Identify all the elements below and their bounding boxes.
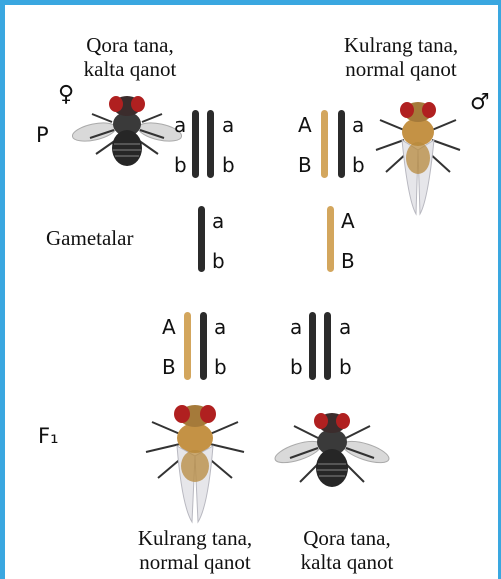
offspring-grey-caption-line2: normal qanot [110,550,280,574]
offspring-black-caption-line1: Qora tana, [282,526,412,550]
chromosome-recessive [207,110,214,178]
allele-label: B [162,356,176,378]
gamete-chromosome-recessive [198,206,205,272]
allele-label: b [352,154,365,176]
allele-label: a [212,210,224,232]
allele-label: B [341,250,355,272]
allele-label: a [214,316,226,338]
male-parent-caption-line2: normal qanot [316,57,486,81]
chromosome-recessive [309,312,316,380]
allele-label: A [341,210,355,232]
allele-label: b [212,250,225,272]
offspring-black-caption: Qora tana, kalta qanot [282,526,412,574]
male-parent-caption: Kulrang tana, normal qanot [316,33,486,81]
chromosome-recessive [200,312,207,380]
allele-label: a [290,316,302,338]
offspring-grey-caption-line1: Kulrang tana, [110,526,280,550]
female-black-fly-icon [72,86,182,172]
offspring-black-fly-icon [272,402,392,502]
offspring-grey-fly-icon [130,398,260,526]
allele-label: B [298,154,312,176]
allele-label: a [352,114,364,136]
female-parent-caption-line1: Qora tana, [40,33,220,57]
gamete-chromosome-dominant [327,206,334,272]
allele-label: A [298,114,312,136]
allele-label: b [222,154,235,176]
offspring-black-caption-line2: kalta qanot [282,550,412,574]
offspring-grey-caption: Kulrang tana, normal qanot [110,526,280,574]
chromosome-recessive [324,312,331,380]
chromosome-recessive [192,110,199,178]
chromosome-dominant [184,312,191,380]
gametes-label: Gametalar [46,226,133,251]
chromosome-dominant [321,110,328,178]
allele-label: A [162,316,176,338]
allele-label: b [290,356,303,378]
f1-label: F₁ [38,424,59,448]
allele-label: a [222,114,234,136]
male-grey-fly-icon [362,90,474,220]
allele-label: b [214,356,227,378]
female-parent-caption: Qora tana, kalta qanot [40,33,220,81]
parent-label: P [36,123,49,147]
allele-label: a [174,114,186,136]
male-parent-caption-line1: Kulrang tana, [316,33,486,57]
allele-label: b [339,356,352,378]
allele-label: b [174,154,187,176]
chromosome-recessive [338,110,345,178]
female-parent-caption-line2: kalta qanot [40,57,220,81]
allele-label: a [339,316,351,338]
